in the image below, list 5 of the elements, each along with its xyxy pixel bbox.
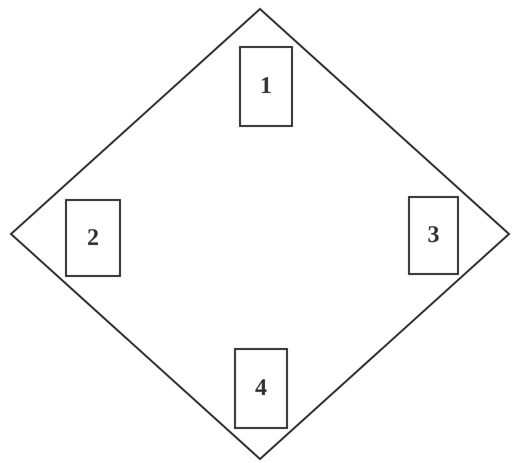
numbered-box: 1 <box>239 46 293 127</box>
diamond-shape <box>10 8 510 460</box>
numbered-box: 4 <box>234 348 288 429</box>
numbered-box: 2 <box>65 199 121 277</box>
numbered-box: 3 <box>408 196 459 275</box>
